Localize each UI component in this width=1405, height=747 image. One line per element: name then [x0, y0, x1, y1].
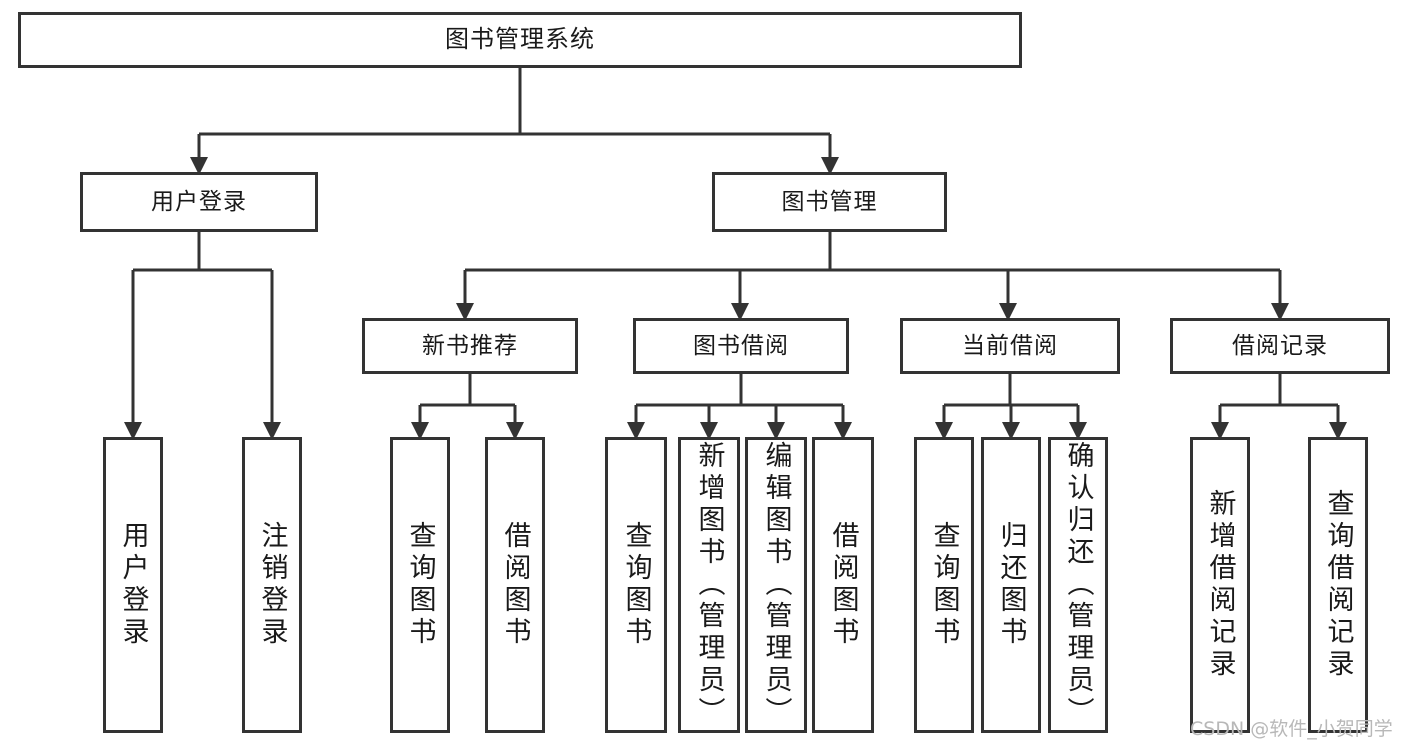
node-leaf-confirm-return-label: 确认归还（管理员）	[1062, 441, 1094, 729]
node-current-borrow[interactable]: 当前借阅	[900, 318, 1120, 374]
node-leaf-query-book-1[interactable]: 查询图书	[390, 437, 450, 733]
node-leaf-add-book[interactable]: 新增图书（管理员）	[678, 437, 740, 733]
node-book-borrow[interactable]: 图书借阅	[633, 318, 849, 374]
edge-group-root	[190, 68, 839, 175]
node-leaf-query-book-3[interactable]: 查询图书	[914, 437, 974, 733]
node-leaf-add-book-label: 新增图书（管理员）	[693, 441, 725, 729]
node-book-borrow-label: 图书借阅	[693, 332, 789, 359]
node-new-book-recommend[interactable]: 新书推荐	[362, 318, 578, 374]
edge-group-user-login	[124, 232, 281, 440]
edge-group-book-borrow	[627, 374, 852, 440]
edge-group-book-management	[456, 232, 1289, 321]
node-root-label: 图书管理系统	[445, 25, 595, 54]
node-leaf-user-login[interactable]: 用户登录	[103, 437, 163, 733]
node-leaf-query-book-1-label: 查询图书	[404, 521, 436, 649]
node-user-login[interactable]: 用户登录	[80, 172, 318, 232]
node-leaf-borrow-book-2-label: 借阅图书	[827, 521, 859, 649]
node-leaf-query-record-label: 查询借阅记录	[1322, 489, 1354, 681]
node-leaf-user-login-label: 用户登录	[117, 521, 149, 649]
csdn-watermark: CSDN @软件_小贺同学	[1190, 718, 1393, 740]
node-leaf-borrow-book-1[interactable]: 借阅图书	[485, 437, 545, 733]
node-leaf-query-book-3-label: 查询图书	[928, 521, 960, 649]
node-leaf-logout-label: 注销登录	[256, 521, 288, 649]
node-leaf-add-record[interactable]: 新增借阅记录	[1190, 437, 1250, 733]
node-leaf-confirm-return[interactable]: 确认归还（管理员）	[1048, 437, 1108, 733]
node-current-borrow-label: 当前借阅	[962, 332, 1058, 359]
node-book-management-label: 图书管理	[781, 188, 878, 215]
node-leaf-borrow-book-2[interactable]: 借阅图书	[812, 437, 874, 733]
node-book-management[interactable]: 图书管理	[712, 172, 947, 232]
edge-group-new-book-recommend	[411, 374, 524, 440]
node-leaf-logout[interactable]: 注销登录	[242, 437, 302, 733]
node-leaf-return-book[interactable]: 归还图书	[981, 437, 1041, 733]
node-root[interactable]: 图书管理系统	[18, 12, 1022, 68]
node-leaf-query-book-2[interactable]: 查询图书	[605, 437, 667, 733]
node-user-login-label: 用户登录	[151, 188, 247, 215]
node-leaf-query-book-2-label: 查询图书	[620, 521, 652, 649]
node-borrow-record-label: 借阅记录	[1232, 332, 1328, 359]
node-leaf-add-record-label: 新增借阅记录	[1204, 489, 1236, 681]
node-leaf-borrow-book-1-label: 借阅图书	[499, 521, 531, 649]
node-leaf-query-record[interactable]: 查询借阅记录	[1308, 437, 1368, 733]
node-leaf-edit-book-label: 编辑图书（管理员）	[760, 441, 792, 729]
node-borrow-record[interactable]: 借阅记录	[1170, 318, 1390, 374]
edge-group-current-borrow	[935, 374, 1087, 440]
node-new-book-recommend-label: 新书推荐	[422, 332, 518, 359]
edge-group-borrow-record	[1211, 374, 1347, 440]
node-leaf-return-book-label: 归还图书	[995, 521, 1027, 649]
node-leaf-edit-book[interactable]: 编辑图书（管理员）	[745, 437, 807, 733]
